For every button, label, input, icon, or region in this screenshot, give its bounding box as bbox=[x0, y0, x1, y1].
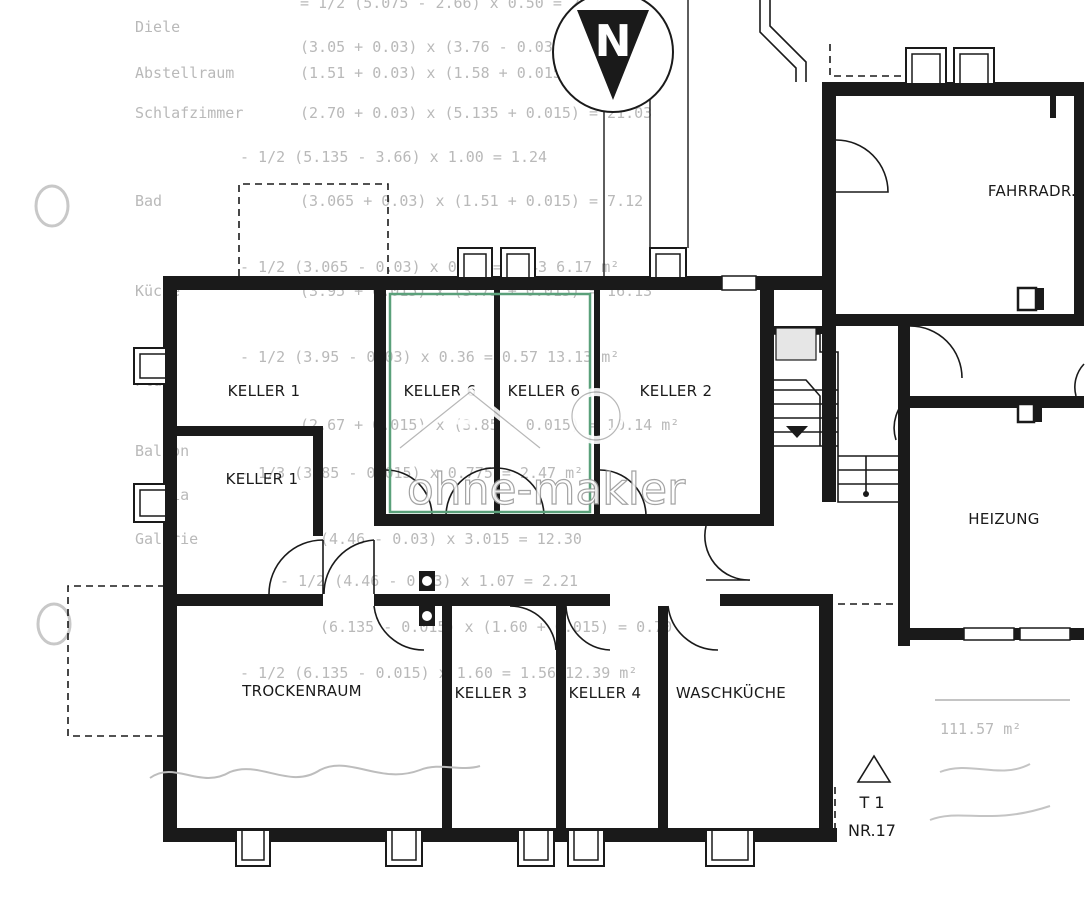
room-label-keller3: KELLER 3 bbox=[455, 684, 528, 702]
room-label-keller6-left: KELLER 6 bbox=[404, 382, 477, 400]
calc-line-11: (4.46 - 0.03) x 3.015 = 12.30 bbox=[320, 530, 582, 548]
room-label-keller1-bottom: KELLER 1 bbox=[226, 470, 299, 488]
calc-label-3: Bad bbox=[135, 192, 162, 210]
calc-label-1: Abstellraum bbox=[135, 64, 234, 82]
marker-code: T 1 bbox=[858, 793, 884, 812]
calc-line-6: - 1/2 (3.065 - 0.03) x 0.30 = 0.43 6.17 … bbox=[240, 258, 619, 276]
section-marker: T 1 NR.17 bbox=[848, 754, 896, 840]
watermark-text: ohne-makler bbox=[407, 464, 686, 515]
marker-number: NR.17 bbox=[848, 821, 896, 840]
calc-line-15: 111.57 m² bbox=[940, 720, 1021, 738]
calc-label-2: Schlafzimmer bbox=[135, 104, 243, 122]
calc-line-0: = 1/2 (5.075 - 2.66) x 0.50 = 20.56 m² bbox=[300, 0, 643, 12]
north-letter: N bbox=[595, 16, 632, 67]
watermark: ohne-makler bbox=[397, 386, 687, 516]
room-label-keller6-right: KELLER 6 bbox=[508, 382, 581, 400]
room-label-keller1-top: KELLER 1 bbox=[228, 382, 301, 400]
highlight-outline bbox=[388, 292, 592, 514]
calc-line-5: (3.065 + 0.03) x (1.51 + 0.015) = 7.12 bbox=[300, 192, 643, 210]
calc-line-8: - 1/2 (3.95 - 0.03) x 0.36 = 0.57 13.13 … bbox=[240, 348, 619, 366]
doors bbox=[268, 139, 1085, 651]
room-label-waschkueche: WASCHKÜCHE bbox=[676, 683, 786, 702]
calc-line-2: (1.51 + 0.03) x (1.58 + 0.015) = 2.41 bbox=[300, 64, 634, 82]
windows bbox=[133, 47, 1071, 867]
room-label-trockenraum: TROCKENRAUM bbox=[241, 682, 362, 700]
calc-line-4: - 1/2 (5.135 - 3.66) x 1.00 = 1.24 bbox=[240, 148, 547, 166]
north-arrow: N bbox=[552, 0, 689, 278]
top-right-edge-line bbox=[759, 0, 797, 82]
fixtures bbox=[419, 286, 1044, 626]
room-labels: KELLER 1 KELLER 1 KELLER 6 KELLER 6 KELL… bbox=[226, 182, 1076, 702]
handwriting bbox=[149, 764, 481, 779]
stairs bbox=[774, 327, 898, 503]
calc-line-13: (6.135 - 0.015) x (1.60 + 0.015) = 0.70 bbox=[320, 618, 672, 636]
room-label-keller2: KELLER 2 bbox=[640, 382, 713, 400]
calc-label-0: Diele bbox=[135, 18, 180, 36]
calc-label-6: Balkon bbox=[135, 442, 189, 460]
room-label-fahrradraum: FAHRRADR. bbox=[988, 182, 1076, 200]
calc-line-14: - 1/2 (6.135 - 0.015) x 1.60 = 1.56 12.3… bbox=[240, 664, 637, 682]
triangle-icon bbox=[856, 754, 892, 783]
calc-line-9: (2.67 + 0.015) x (3.85 - 0.015) = 10.14 … bbox=[300, 416, 679, 434]
room-label-keller4: KELLER 4 bbox=[569, 684, 642, 702]
punch-holes bbox=[34, 184, 72, 646]
room-label-heizung: HEIZUNG bbox=[968, 510, 1039, 528]
calc-line-3: (2.70 + 0.03) x (5.135 + 0.015) = 21.03 bbox=[300, 104, 652, 122]
